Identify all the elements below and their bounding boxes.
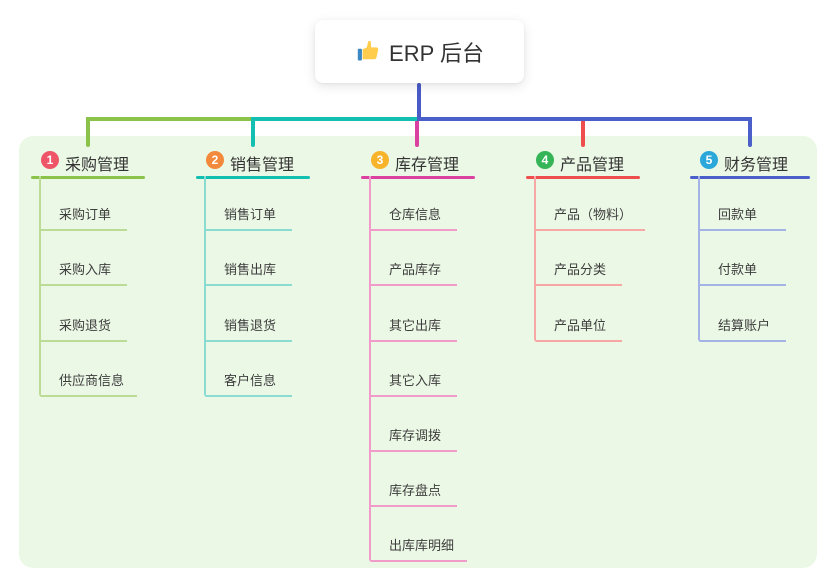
child-node[interactable]: 采购订单 [41,176,127,232]
branch-title: 库存管理 [395,157,460,174]
root-node[interactable]: ERP 后台 [315,20,524,83]
branch-number-badge: 5 [700,151,718,169]
child-node[interactable]: 销售出库 [206,231,292,287]
branches-background-panel [19,136,817,568]
child-node[interactable]: 库存调拨 [371,397,457,452]
rail-right-segment [417,117,752,121]
drop-finance [748,117,752,147]
branch-title: 销售管理 [230,157,295,174]
drop-product [581,121,585,147]
child-node[interactable]: 采购入库 [41,231,127,287]
branch-title: 采购管理 [65,157,130,174]
child-node[interactable]: 结算账户 [700,286,786,342]
branch-underline [31,176,145,179]
child-node[interactable]: 付款单 [700,231,786,287]
branch-title: 产品管理 [560,157,625,174]
branch-children-sales: 销售订单 销售出库 销售退货 客户信息 [204,176,292,397]
root-title: ERP 后台 [389,40,484,66]
child-node[interactable]: 采购退货 [41,286,127,342]
branch-node-purchase[interactable]: 1 采购管理 [31,148,145,179]
branch-number-badge: 1 [41,151,59,169]
branch-underline [361,176,475,179]
child-node[interactable]: 供应商信息 [41,342,138,397]
rail-purchase-segment [86,117,253,121]
drop-sales [251,117,255,147]
branch-underline [526,176,640,179]
branch-underline [690,176,810,179]
branch-title: 财务管理 [724,157,789,174]
branch-node-finance[interactable]: 5 财务管理 [690,148,810,179]
child-node[interactable]: 出库库明细 [371,507,468,563]
branch-children-finance: 回款单 付款单 结算账户 [698,176,786,342]
child-node[interactable]: 回款单 [700,176,786,232]
child-node[interactable]: 其它出库 [371,286,457,342]
branch-underline [196,176,310,179]
root-connector-line [417,83,421,120]
branch-node-sales[interactable]: 2 销售管理 [196,148,310,179]
branch-children-product: 产品（物料） 产品分类 产品单位 [534,176,646,342]
branch-children-inventory: 仓库信息 产品库存 其它出库 其它入库 库存调拨 库存盘点 出库库明细 [369,176,468,563]
branch-node-product[interactable]: 4 产品管理 [526,148,640,179]
branch-number-badge: 3 [371,151,389,169]
branch-number-badge: 2 [206,151,224,169]
rail-sales-segment [251,117,421,121]
child-node[interactable]: 产品库存 [371,231,457,287]
child-node[interactable]: 产品分类 [536,231,622,287]
child-node[interactable]: 销售订单 [206,176,292,232]
branch-children-purchase: 采购订单 采购入库 采购退货 供应商信息 [39,176,138,397]
child-node[interactable]: 其它入库 [371,342,457,397]
child-node[interactable]: 销售退货 [206,286,292,342]
child-node[interactable]: 仓库信息 [371,176,457,232]
branch-node-inventory[interactable]: 3 库存管理 [361,148,475,179]
drop-purchase [86,117,90,147]
child-node[interactable]: 产品单位 [536,286,622,342]
drop-inventory [415,121,419,147]
branch-number-badge: 4 [536,151,554,169]
child-node[interactable]: 库存盘点 [371,452,457,508]
thumbs-up-icon [355,39,380,64]
child-node[interactable]: 客户信息 [206,342,292,397]
child-node[interactable]: 产品（物料） [536,176,646,232]
